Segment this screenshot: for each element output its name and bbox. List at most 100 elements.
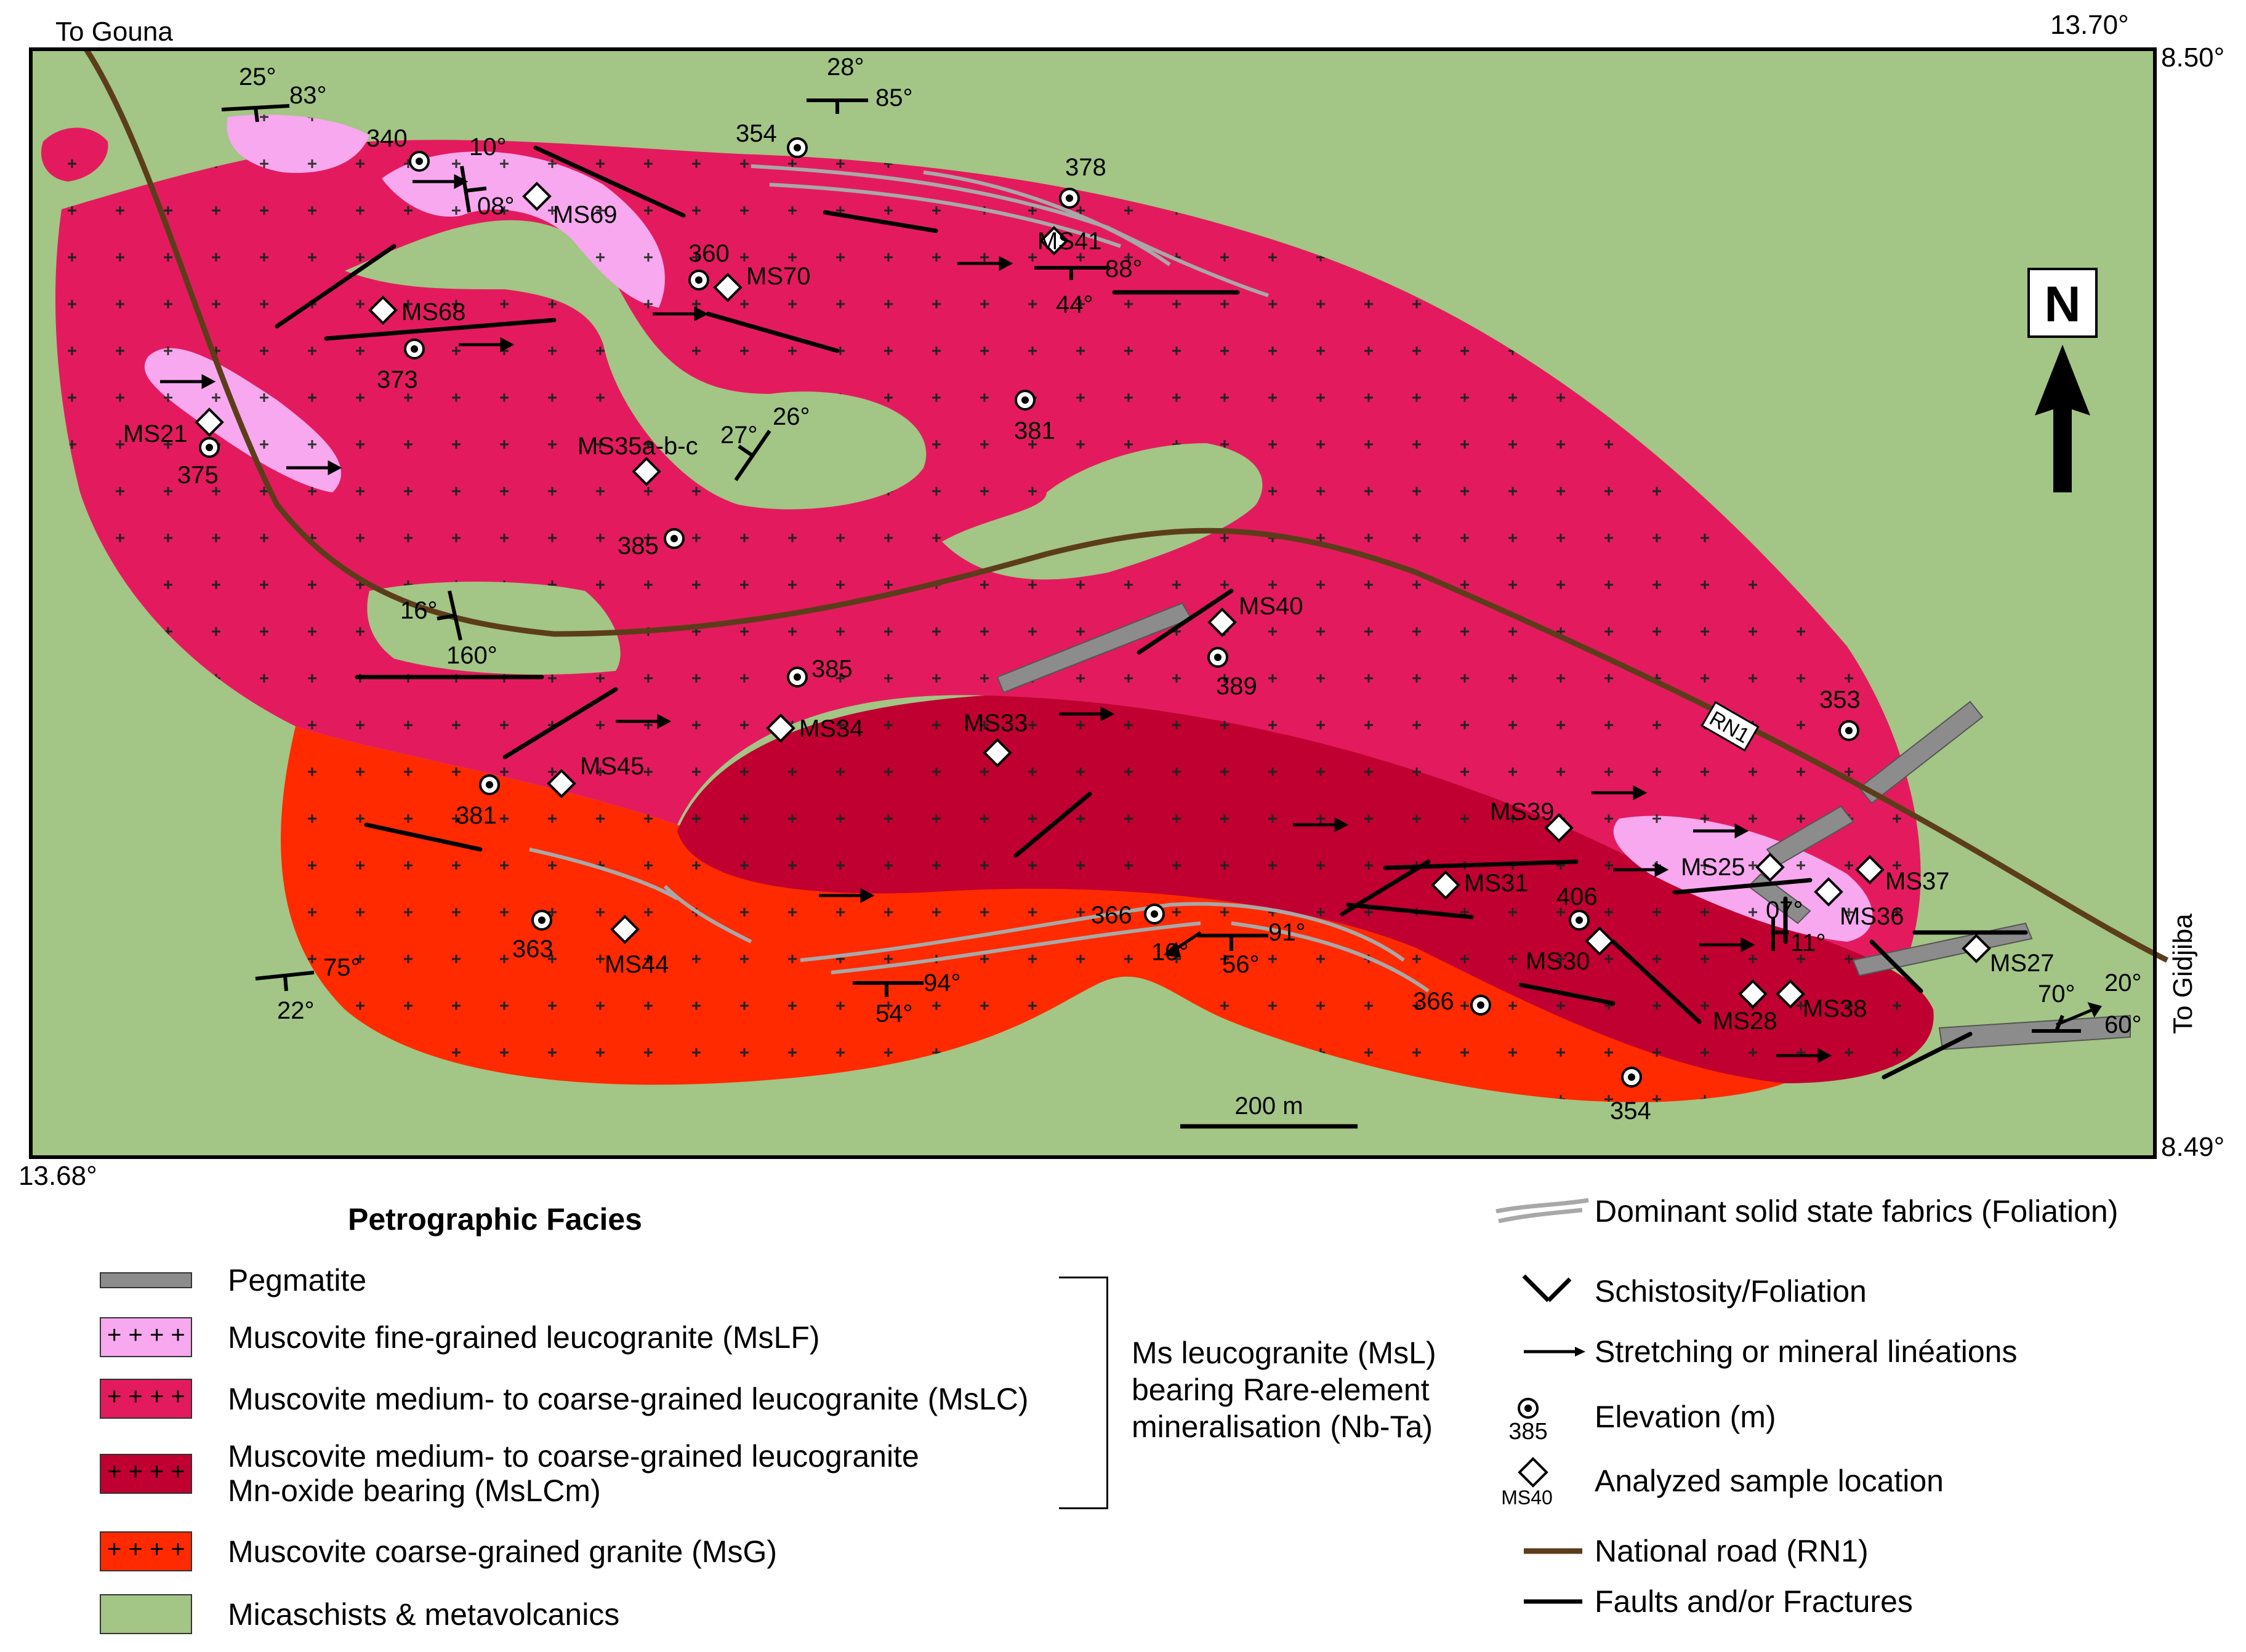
sample-label: MS30 [1526, 948, 1590, 975]
road-label-box [1701, 700, 1760, 752]
legend-title: Petrographic Facies [348, 1202, 642, 1237]
schistosity-symbol [1522, 1274, 1572, 1302]
svg-text:+ + + +: + + + + [107, 1458, 185, 1485]
north-arrow-icon [2035, 345, 2090, 492]
structure-label: 75° [323, 954, 361, 981]
legend-item-mslc: + + + + Muscovite medium- to coarse-grai… [100, 1379, 1029, 1419]
legend-label: National road (RN1) [1595, 1534, 1869, 1568]
sample-locations [195, 182, 1991, 1009]
legend-label: Schistosity/Foliation [1595, 1274, 1867, 1309]
structure-label: 56° [1222, 951, 1260, 978]
sample-label: MS38 [1803, 995, 1867, 1022]
sample-label: MS69 [553, 201, 618, 228]
structure-label: 16° [400, 597, 438, 624]
msg-swatch: + + + + [100, 1531, 192, 1571]
structure-label: 28° [827, 54, 864, 81]
structure-label: 26° [773, 403, 810, 430]
sample-label: MS25 [1681, 854, 1745, 881]
structure-label: 60° [2104, 1011, 2142, 1038]
structure-label: 20° [2104, 969, 2142, 996]
sample-label: MS40 [1239, 593, 1303, 620]
structure-label: 160° [446, 642, 497, 669]
elevation-label: 366 [1413, 988, 1454, 1015]
bracket-line: Ms leucogranite (MsL) [1132, 1336, 1436, 1370]
legend-item-micaschist: Micaschists & metavolcanics [100, 1594, 619, 1634]
structure-label: 10° [1151, 939, 1189, 966]
mslf-swatch: + + + + [100, 1317, 192, 1357]
elevation-label: 378 [1065, 154, 1106, 181]
elevation-label: 375 [177, 462, 219, 489]
map-frame [29, 47, 2157, 1159]
sample-label: MS27 [1990, 950, 2055, 977]
to-gouna-label: To Gouna [55, 17, 173, 47]
elevation-label: 406 [1556, 883, 1598, 910]
legend-item-faults: Faults and/or Fractures [1490, 1577, 1913, 1626]
micaschist-inlier [942, 443, 1263, 580]
sample-label: MS41 [1037, 228, 1102, 255]
sample-label: MS45 [580, 753, 645, 780]
legend-bracket [1059, 1277, 1108, 1509]
sample-label: MS36 [1840, 903, 1904, 930]
structure-label: 54° [875, 1000, 913, 1027]
structure-label: 88° [1105, 255, 1143, 283]
legend-item-mslf: + + + + Muscovite fine-grained leucogran… [100, 1317, 820, 1357]
structure-label: 70° [2038, 980, 2075, 1008]
structure-label: 11° [1790, 929, 1826, 956]
elevation-symbol: 385 [1508, 1398, 1548, 1441]
faults [275, 145, 2028, 1080]
svg-text:+ + + +: + + + + [107, 1321, 185, 1349]
legend-item-msg: + + + + Muscovite coarse-grained granite… [100, 1531, 777, 1571]
legend-item-sample: MS40 Analyzed sample location [1490, 1456, 1944, 1506]
elevation-label: 363 [512, 936, 553, 963]
structure-label: 85° [875, 84, 913, 111]
legend-item-pegmatite: Pegmatite [100, 1263, 366, 1297]
bracket-text: Ms leucogranite (MsL) bearing Rare-eleme… [1132, 1334, 1436, 1445]
sample-label: MS34 [799, 715, 864, 742]
sample-label: MS39 [1490, 798, 1555, 825]
legend-item-elevation: 385 Elevation (m) [1490, 1392, 1776, 1441]
legend-item-mslcm: + + + + Muscovite medium- to coarse-grai… [100, 1439, 919, 1508]
legend-item-foliation: Dominant solid state fabrics (Foliation) [1490, 1187, 2118, 1236]
pegmatite-swatch [100, 1272, 192, 1288]
sample-label: MS31 [1464, 870, 1529, 897]
elevation-label: 366 [1091, 902, 1132, 929]
legend-item-lineation: Stretching or mineral linéations [1490, 1327, 2017, 1376]
mslcm-swatch: + + + + [100, 1453, 192, 1494]
legend-item-schistosity: Schistosity/Foliation [1490, 1267, 1867, 1316]
elevation-label: 385 [618, 532, 659, 559]
legend-label: Analyzed sample location [1595, 1464, 1944, 1498]
structure-label: 10° [469, 134, 507, 161]
legend-label: Stretching or mineral linéations [1595, 1334, 2018, 1369]
lineation-arrows [160, 174, 2103, 1064]
elevation-label: 381 [1014, 417, 1055, 444]
bracket-line: mineralisation (Nb-Ta) [1132, 1409, 1433, 1444]
national-road [84, 47, 2169, 963]
svg-text:MS40: MS40 [1501, 1486, 1553, 1506]
lon-top-right: 13.70° [2050, 10, 2129, 40]
foliation-symbol [1495, 1198, 1589, 1224]
foliation-traces [529, 164, 1430, 993]
structure-label: 91° [1268, 919, 1306, 946]
lon-bottom-left: 13.68° [18, 1161, 97, 1188]
lineation-arrow-icon [1524, 1347, 1585, 1357]
elevation-label: 381 [456, 802, 497, 829]
elevation-label: 354 [736, 120, 777, 147]
elevation-label: 354 [1610, 1097, 1651, 1125]
legend-label: Muscovite coarse-grained granite (MsG) [228, 1534, 777, 1569]
sample-label: MS35a-b-c [578, 433, 698, 460]
mslc-swatch: + + + + [100, 1379, 192, 1419]
elevation-label: 373 [377, 366, 418, 393]
lat-top-right: 8.50° [2161, 42, 2224, 73]
bracket-line: bearing Rare-element [1132, 1373, 1430, 1407]
fault-line-icon [1524, 1599, 1582, 1604]
sample-label: MS28 [1713, 1008, 1777, 1035]
micaschist-inlier [345, 220, 927, 510]
micaschist-swatch [100, 1594, 192, 1634]
structure-label: 25° [239, 63, 276, 90]
sample-label: MS21 [123, 420, 188, 447]
schistosity-symbols [221, 98, 2081, 1033]
elevation-label: 353 [1819, 686, 1861, 713]
structure-label: 22° [277, 997, 315, 1024]
legend-label: Micaschists & metavolcanics [228, 1597, 620, 1632]
legend-label: Elevation (m) [1595, 1400, 1776, 1434]
